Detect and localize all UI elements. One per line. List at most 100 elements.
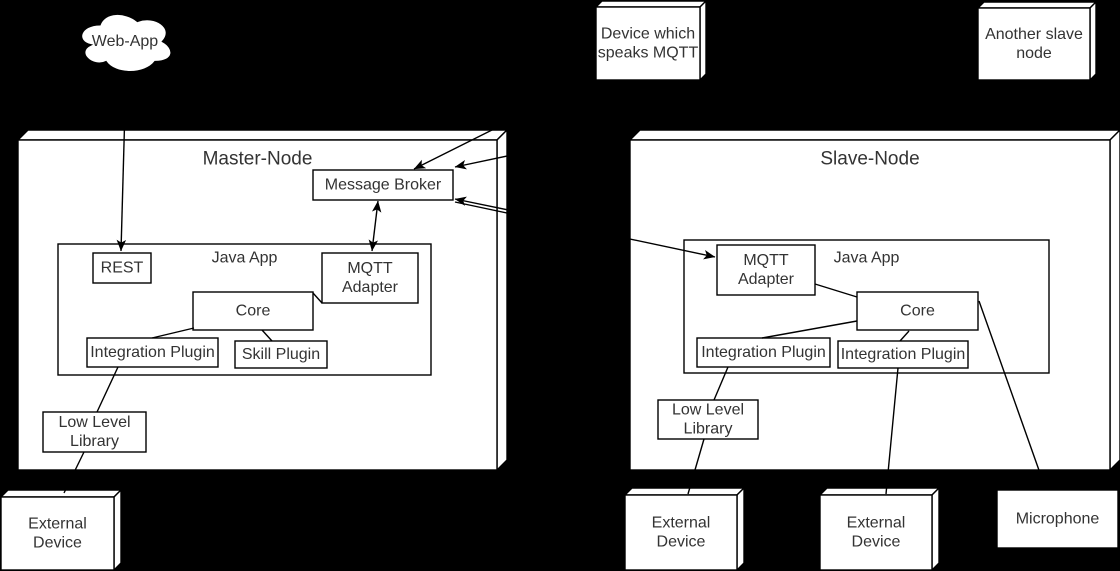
- skill-plugin-box: [234, 340, 328, 369]
- external-device-slave-2-top-face: [818, 487, 941, 496]
- master-node-right-face: [496, 128, 508, 472]
- device-which-speaks-mqtt-label: Device which: [601, 26, 695, 43]
- edge-integration-plugin-master-to-library: [96, 366, 119, 413]
- core-slave-box: [856, 291, 979, 331]
- master-node-label: Master-Node: [203, 149, 313, 170]
- external-device-slave-2-box: [819, 494, 933, 571]
- another-slave-node-box: [977, 7, 1091, 81]
- web-app-label: Web-App: [92, 33, 159, 50]
- edge-broker-to-mqtt-adapter-slave: [454, 201, 716, 260]
- mqtt-adapter-master-label: Adapter: [342, 279, 399, 296]
- edge-core-slave-to-integration-plugin-1: [761, 320, 858, 339]
- edge-core-master-to-integration-plugin: [151, 327, 195, 339]
- edge-web-app-to-rest: [116, 71, 127, 252]
- edge-device-mqtt-to-broker: [413, 77, 597, 170]
- low-level-library-slave-box: [657, 399, 759, 440]
- node-core-master: Core: [192, 291, 314, 331]
- another-slave-node-label: Another slave: [985, 26, 1083, 43]
- java-app-master-label: Java App: [212, 250, 278, 267]
- node-skill-plugin: Skill Plugin: [234, 340, 328, 369]
- rest-label: REST: [101, 260, 144, 277]
- java-app-slave-label: Java App: [834, 250, 900, 267]
- edge-library-master-to-external-device: [63, 451, 85, 494]
- another-slave-node-top-face: [976, 1, 1098, 9]
- node-microphone: Microphone: [996, 489, 1119, 549]
- edge-another-slave-to-broker: [454, 56, 979, 170]
- external-device-slave-2-right-face: [931, 486, 940, 571]
- external-device-slave-2-label: Device: [852, 534, 901, 551]
- device-which-speaks-mqtt-box: [595, 6, 701, 81]
- node-integration-plugin-master: Integration Plugin: [86, 337, 219, 368]
- integration-plugin-slave-1-label: Integration Plugin: [701, 344, 826, 361]
- edge-broker-mqtt-adapter-master: [368, 200, 382, 252]
- external-device-slave-1-label: Device: [657, 534, 706, 551]
- microphone-label: Microphone: [1016, 511, 1100, 528]
- external-device-master-label: Device: [33, 535, 82, 552]
- low-level-library-master-box: [42, 411, 147, 453]
- external-device-master-top-face: [0, 489, 123, 498]
- node-message-broker: Message Broker: [312, 169, 454, 201]
- slave-node-label: Slave-Node: [820, 149, 919, 170]
- external-device-slave-1-top-face: [623, 487, 746, 496]
- edge-core-master-to-mqtt-adapter: [312, 292, 323, 304]
- edge-library-slave-to-external-device-1: [687, 438, 705, 495]
- low-level-library-master-label: Library: [70, 433, 119, 450]
- mqtt-adapter-slave-label: Adapter: [738, 271, 795, 288]
- mqtt-adapter-slave-box: [716, 244, 816, 296]
- external-device-slave-2-label: External: [847, 515, 906, 532]
- node-integration-plugin-slave-2: Integration Plugin: [837, 340, 969, 369]
- external-device-slave-1-box: [624, 494, 738, 571]
- node-web-app: Web-App: [80, 13, 172, 73]
- external-device-slave-1-right-face: [736, 486, 745, 571]
- device-which-speaks-mqtt-right-face: [699, 0, 707, 82]
- node-mqtt-adapter-master: MQTT Adapter: [321, 252, 419, 304]
- core-master-box: [192, 291, 314, 331]
- core-slave-label: Core: [900, 303, 935, 320]
- web-app-cloud: [80, 13, 172, 73]
- integration-plugin-master-label: Integration Plugin: [90, 344, 215, 361]
- microphone-box: [996, 489, 1119, 549]
- integration-plugin-master-box: [86, 337, 219, 368]
- message-broker-box: [312, 169, 454, 201]
- integration-plugin-slave-2-label: Integration Plugin: [841, 346, 966, 363]
- external-device-master-box: [0, 496, 115, 571]
- edge-mqtt-adapter-slave-to-core: [814, 283, 858, 298]
- edge-core-master-to-skill-plugin: [261, 329, 273, 342]
- mqtt-adapter-slave-label: MQTT: [743, 252, 789, 269]
- low-level-library-slave-label: Library: [684, 421, 733, 438]
- slave-node-right-face: [1109, 129, 1120, 472]
- external-device-master-label: External: [28, 516, 87, 533]
- mqtt-adapter-master-label: MQTT: [347, 260, 393, 277]
- integration-plugin-slave-2-box: [837, 340, 969, 369]
- another-slave-node-right-face: [1089, 0, 1097, 82]
- external-device-master-right-face: [113, 488, 122, 571]
- edge-core-slave-to-microphone: [978, 300, 1047, 491]
- skill-plugin-label: Skill Plugin: [242, 346, 320, 363]
- master-node-top-face: [16, 129, 509, 141]
- device-which-speaks-mqtt-top-face: [594, 0, 708, 8]
- edge-integration-plugin-slave-1-to-library: [713, 366, 729, 401]
- rest-box: [92, 252, 152, 284]
- slave-node-top-face: [628, 129, 1120, 141]
- mqtt-adapter-master-box: [321, 252, 419, 304]
- external-device-slave-1-label: External: [652, 515, 711, 532]
- node-integration-plugin-slave-1: Integration Plugin: [696, 337, 831, 368]
- edge-slave-node-to-broker: [454, 196, 631, 236]
- low-level-library-slave-label: Low Level: [672, 402, 744, 419]
- edge-integration-plugin-slave-2-to-external-device-2: [885, 367, 899, 495]
- node-rest: REST: [92, 252, 152, 284]
- low-level-library-master-label: Low Level: [58, 414, 130, 431]
- node-mqtt-adapter-slave: MQTT Adapter: [716, 244, 816, 296]
- node-another-slave-node: Another slave node: [976, 0, 1098, 82]
- core-master-label: Core: [236, 303, 271, 320]
- another-slave-node-label: node: [1016, 45, 1052, 62]
- edge-core-slave-to-integration-plugin-2: [899, 330, 910, 342]
